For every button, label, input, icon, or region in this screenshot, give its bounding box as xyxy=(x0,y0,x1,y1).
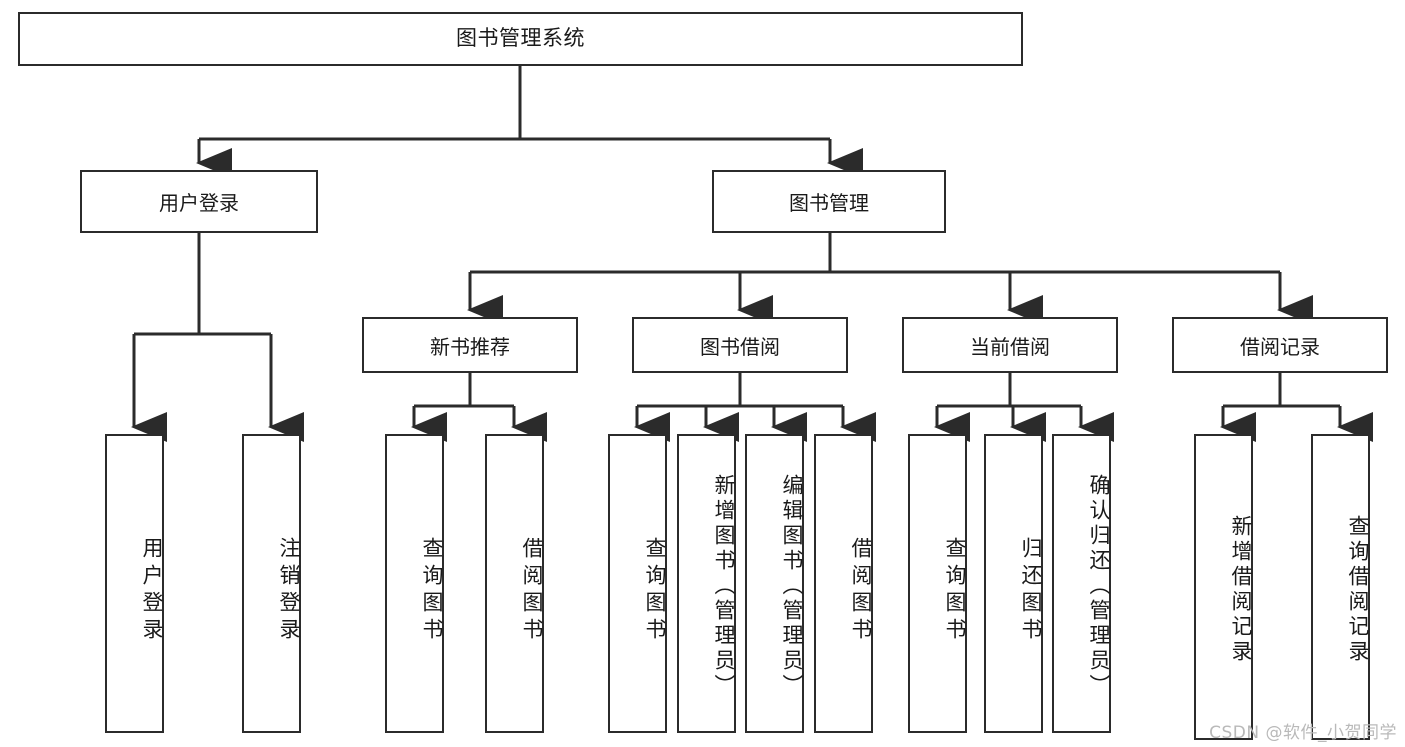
node-leaf-borrow-book-1[interactable]: 借阅图书 xyxy=(485,434,544,733)
node-leaf-confirm-return-label: 确认归还（管理员） xyxy=(1087,474,1111,699)
node-leaf-query-book-1[interactable]: 查询图书 xyxy=(385,434,444,733)
node-leaf-query-book-2-label: 查询图书 xyxy=(643,536,667,645)
node-borrow-record-label: 借阅记录 xyxy=(1240,334,1320,359)
node-leaf-return-book-label: 归还图书 xyxy=(1019,536,1043,645)
node-leaf-query-book-1-label: 查询图书 xyxy=(420,536,444,645)
node-leaf-borrow-book-1-label: 借阅图书 xyxy=(520,536,544,645)
node-leaf-add-book[interactable]: 新增图书（管理员） xyxy=(677,434,736,733)
node-root[interactable]: 图书管理系统 xyxy=(18,12,1023,66)
node-leaf-add-record-label: 新增借阅记录 xyxy=(1229,515,1253,665)
node-leaf-query-book-2[interactable]: 查询图书 xyxy=(608,434,667,733)
node-leaf-user-login-label: 用户登录 xyxy=(140,536,164,645)
node-leaf-user-login[interactable]: 用户登录 xyxy=(105,434,164,733)
node-current-borrow[interactable]: 当前借阅 xyxy=(902,317,1118,373)
node-leaf-query-record[interactable]: 查询借阅记录 xyxy=(1311,434,1370,740)
node-current-borrow-label: 当前借阅 xyxy=(970,334,1050,359)
node-leaf-query-book-3-label: 查询图书 xyxy=(943,536,967,645)
node-leaf-edit-book[interactable]: 编辑图书（管理员） xyxy=(745,434,804,733)
node-leaf-user-logout[interactable]: 注销登录 xyxy=(242,434,301,733)
node-new-book-recommend[interactable]: 新书推荐 xyxy=(362,317,578,373)
node-book-borrow[interactable]: 图书借阅 xyxy=(632,317,848,373)
node-new-book-recommend-label: 新书推荐 xyxy=(430,334,510,359)
node-leaf-return-book[interactable]: 归还图书 xyxy=(984,434,1043,733)
node-borrow-record[interactable]: 借阅记录 xyxy=(1172,317,1388,373)
node-book-borrow-label: 图书借阅 xyxy=(700,334,780,359)
node-leaf-edit-book-label: 编辑图书（管理员） xyxy=(780,474,804,699)
node-leaf-add-record[interactable]: 新增借阅记录 xyxy=(1194,434,1253,740)
node-leaf-query-book-3[interactable]: 查询图书 xyxy=(908,434,967,733)
node-leaf-borrow-book-2[interactable]: 借阅图书 xyxy=(814,434,873,733)
node-leaf-user-logout-label: 注销登录 xyxy=(277,536,301,645)
watermark-text: CSDN @软件_小贺同学 xyxy=(1209,723,1397,743)
node-leaf-query-record-label: 查询借阅记录 xyxy=(1346,515,1370,665)
node-leaf-confirm-return[interactable]: 确认归还（管理员） xyxy=(1052,434,1111,733)
node-root-label: 图书管理系统 xyxy=(456,26,585,51)
node-book-manage-label: 图书管理 xyxy=(789,191,869,215)
node-book-manage[interactable]: 图书管理 xyxy=(712,170,946,233)
node-leaf-add-book-label: 新增图书（管理员） xyxy=(712,474,736,699)
node-user-login[interactable]: 用户登录 xyxy=(80,170,318,233)
node-leaf-borrow-book-2-label: 借阅图书 xyxy=(849,536,873,645)
node-user-login-label: 用户登录 xyxy=(159,191,239,215)
